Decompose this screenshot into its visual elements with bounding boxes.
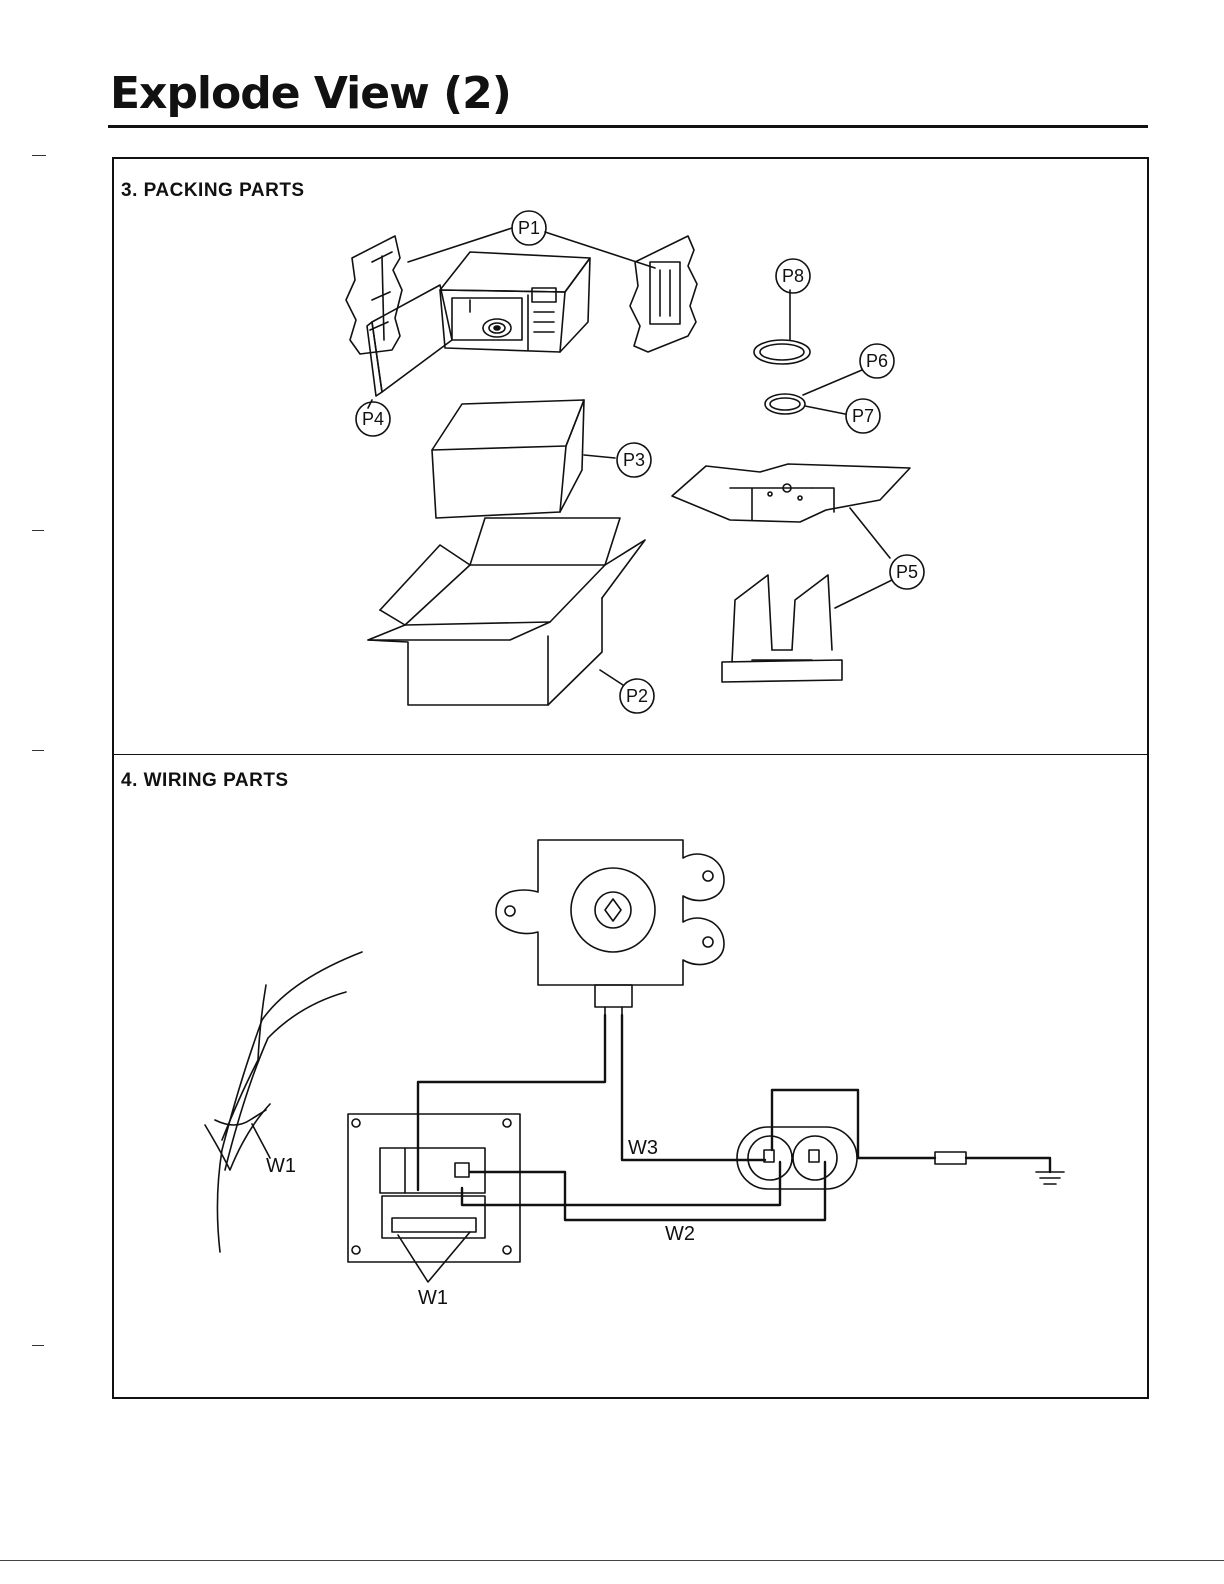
hv-terminal-block bbox=[736, 1126, 858, 1190]
label-w2: W2 bbox=[665, 1223, 695, 1245]
ground-fuse bbox=[934, 1151, 967, 1165]
callout-p6: P6 bbox=[866, 351, 888, 371]
ground-icon bbox=[1035, 1171, 1065, 1185]
leader-p4 bbox=[367, 399, 373, 409]
leader-p1-right bbox=[544, 231, 656, 269]
callout-p8: P8 bbox=[782, 266, 804, 286]
callout-circle-p3 bbox=[616, 442, 652, 478]
bottom-rule bbox=[0, 1560, 1224, 1561]
leader-w1-board bbox=[397, 1231, 471, 1283]
control-board bbox=[347, 1113, 521, 1263]
wire-ground bbox=[770, 1088, 937, 1160]
callout-circle-p5 bbox=[889, 554, 925, 590]
margin-mark bbox=[32, 1345, 44, 1346]
callout-circle-p7 bbox=[845, 398, 881, 434]
callout-p3: P3 bbox=[623, 450, 645, 470]
title-underline bbox=[108, 125, 1148, 128]
callout-p4: P4 bbox=[362, 409, 384, 429]
wire-w3 bbox=[620, 1013, 767, 1162]
label-w3: W3 bbox=[628, 1137, 658, 1159]
callout-circle-p2 bbox=[619, 678, 655, 714]
callout-circle-p8 bbox=[775, 258, 811, 294]
inner-sleeve-p3 bbox=[431, 399, 616, 519]
callout-p7: P7 bbox=[852, 406, 874, 426]
magnetron-terminals bbox=[604, 1006, 623, 1016]
callout-p1: P1 bbox=[518, 218, 540, 238]
label-w1-harness: W1 bbox=[266, 1155, 296, 1177]
base-tray-p5-upper bbox=[671, 463, 911, 559]
outer-carton-p2 bbox=[367, 517, 646, 706]
wiring-parts-heading: 4. WIRING PARTS bbox=[121, 770, 289, 791]
section-divider bbox=[112, 754, 1149, 755]
callout-circle-p6 bbox=[859, 343, 895, 379]
callout-p5: P5 bbox=[896, 562, 918, 582]
wire-w1-run bbox=[416, 1013, 607, 1192]
glass-tray-p8 bbox=[753, 289, 811, 365]
door-sheet-p4 bbox=[366, 284, 453, 397]
wiring-runs bbox=[416, 1013, 1052, 1222]
base-tray-p5-lower bbox=[721, 574, 893, 683]
wire-harness-w1 bbox=[204, 951, 363, 1253]
right-cushion-p1 bbox=[629, 235, 698, 353]
wire-w2 bbox=[468, 1160, 827, 1222]
roller-ring-p6-p7 bbox=[764, 369, 863, 415]
margin-mark bbox=[32, 530, 44, 531]
wire-board-cap bbox=[460, 1160, 782, 1207]
microwave-oven bbox=[439, 251, 591, 353]
leader-p1-left bbox=[407, 227, 513, 263]
content-frame bbox=[112, 157, 1149, 1399]
callout-circle-p1 bbox=[511, 210, 547, 246]
margin-mark bbox=[32, 155, 46, 156]
wire-ground-tail bbox=[964, 1156, 1052, 1174]
margin-mark bbox=[32, 750, 44, 751]
magnetron bbox=[495, 839, 725, 1008]
label-w1-board: W1 bbox=[418, 1287, 448, 1309]
packing-parts-heading: 3. PACKING PARTS bbox=[121, 180, 305, 201]
callout-circle-p4 bbox=[355, 401, 391, 437]
page-title: Explode View (2) bbox=[110, 68, 512, 119]
callout-p2: P2 bbox=[626, 686, 648, 706]
left-cushion-p1 bbox=[345, 235, 403, 355]
